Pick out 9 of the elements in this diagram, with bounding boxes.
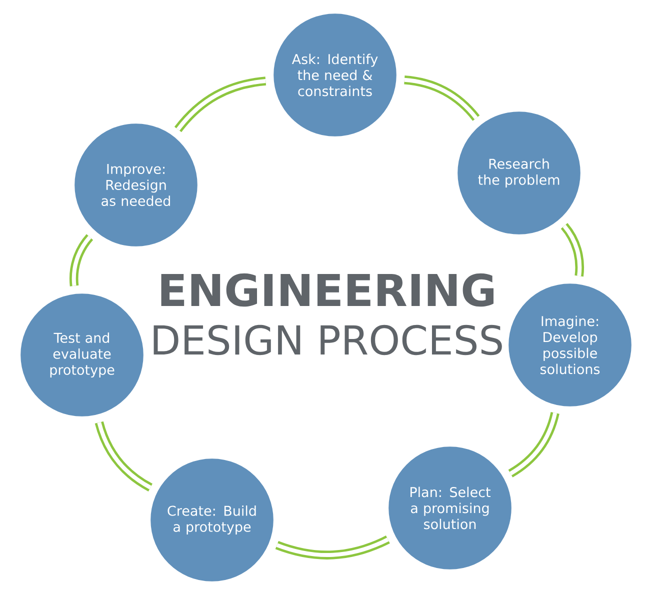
double-arc-connector <box>174 76 266 132</box>
double-arc-connector <box>94 421 153 492</box>
double-arc-connector <box>404 76 480 121</box>
subtitle: DESIGN PROCESS <box>154 324 502 356</box>
double-arc-connector <box>560 223 584 276</box>
title: ENGINEERING <box>161 273 494 307</box>
double-arc-connector <box>508 412 560 478</box>
double-arc-connector <box>275 535 390 560</box>
double-arc-connector <box>70 234 94 286</box>
